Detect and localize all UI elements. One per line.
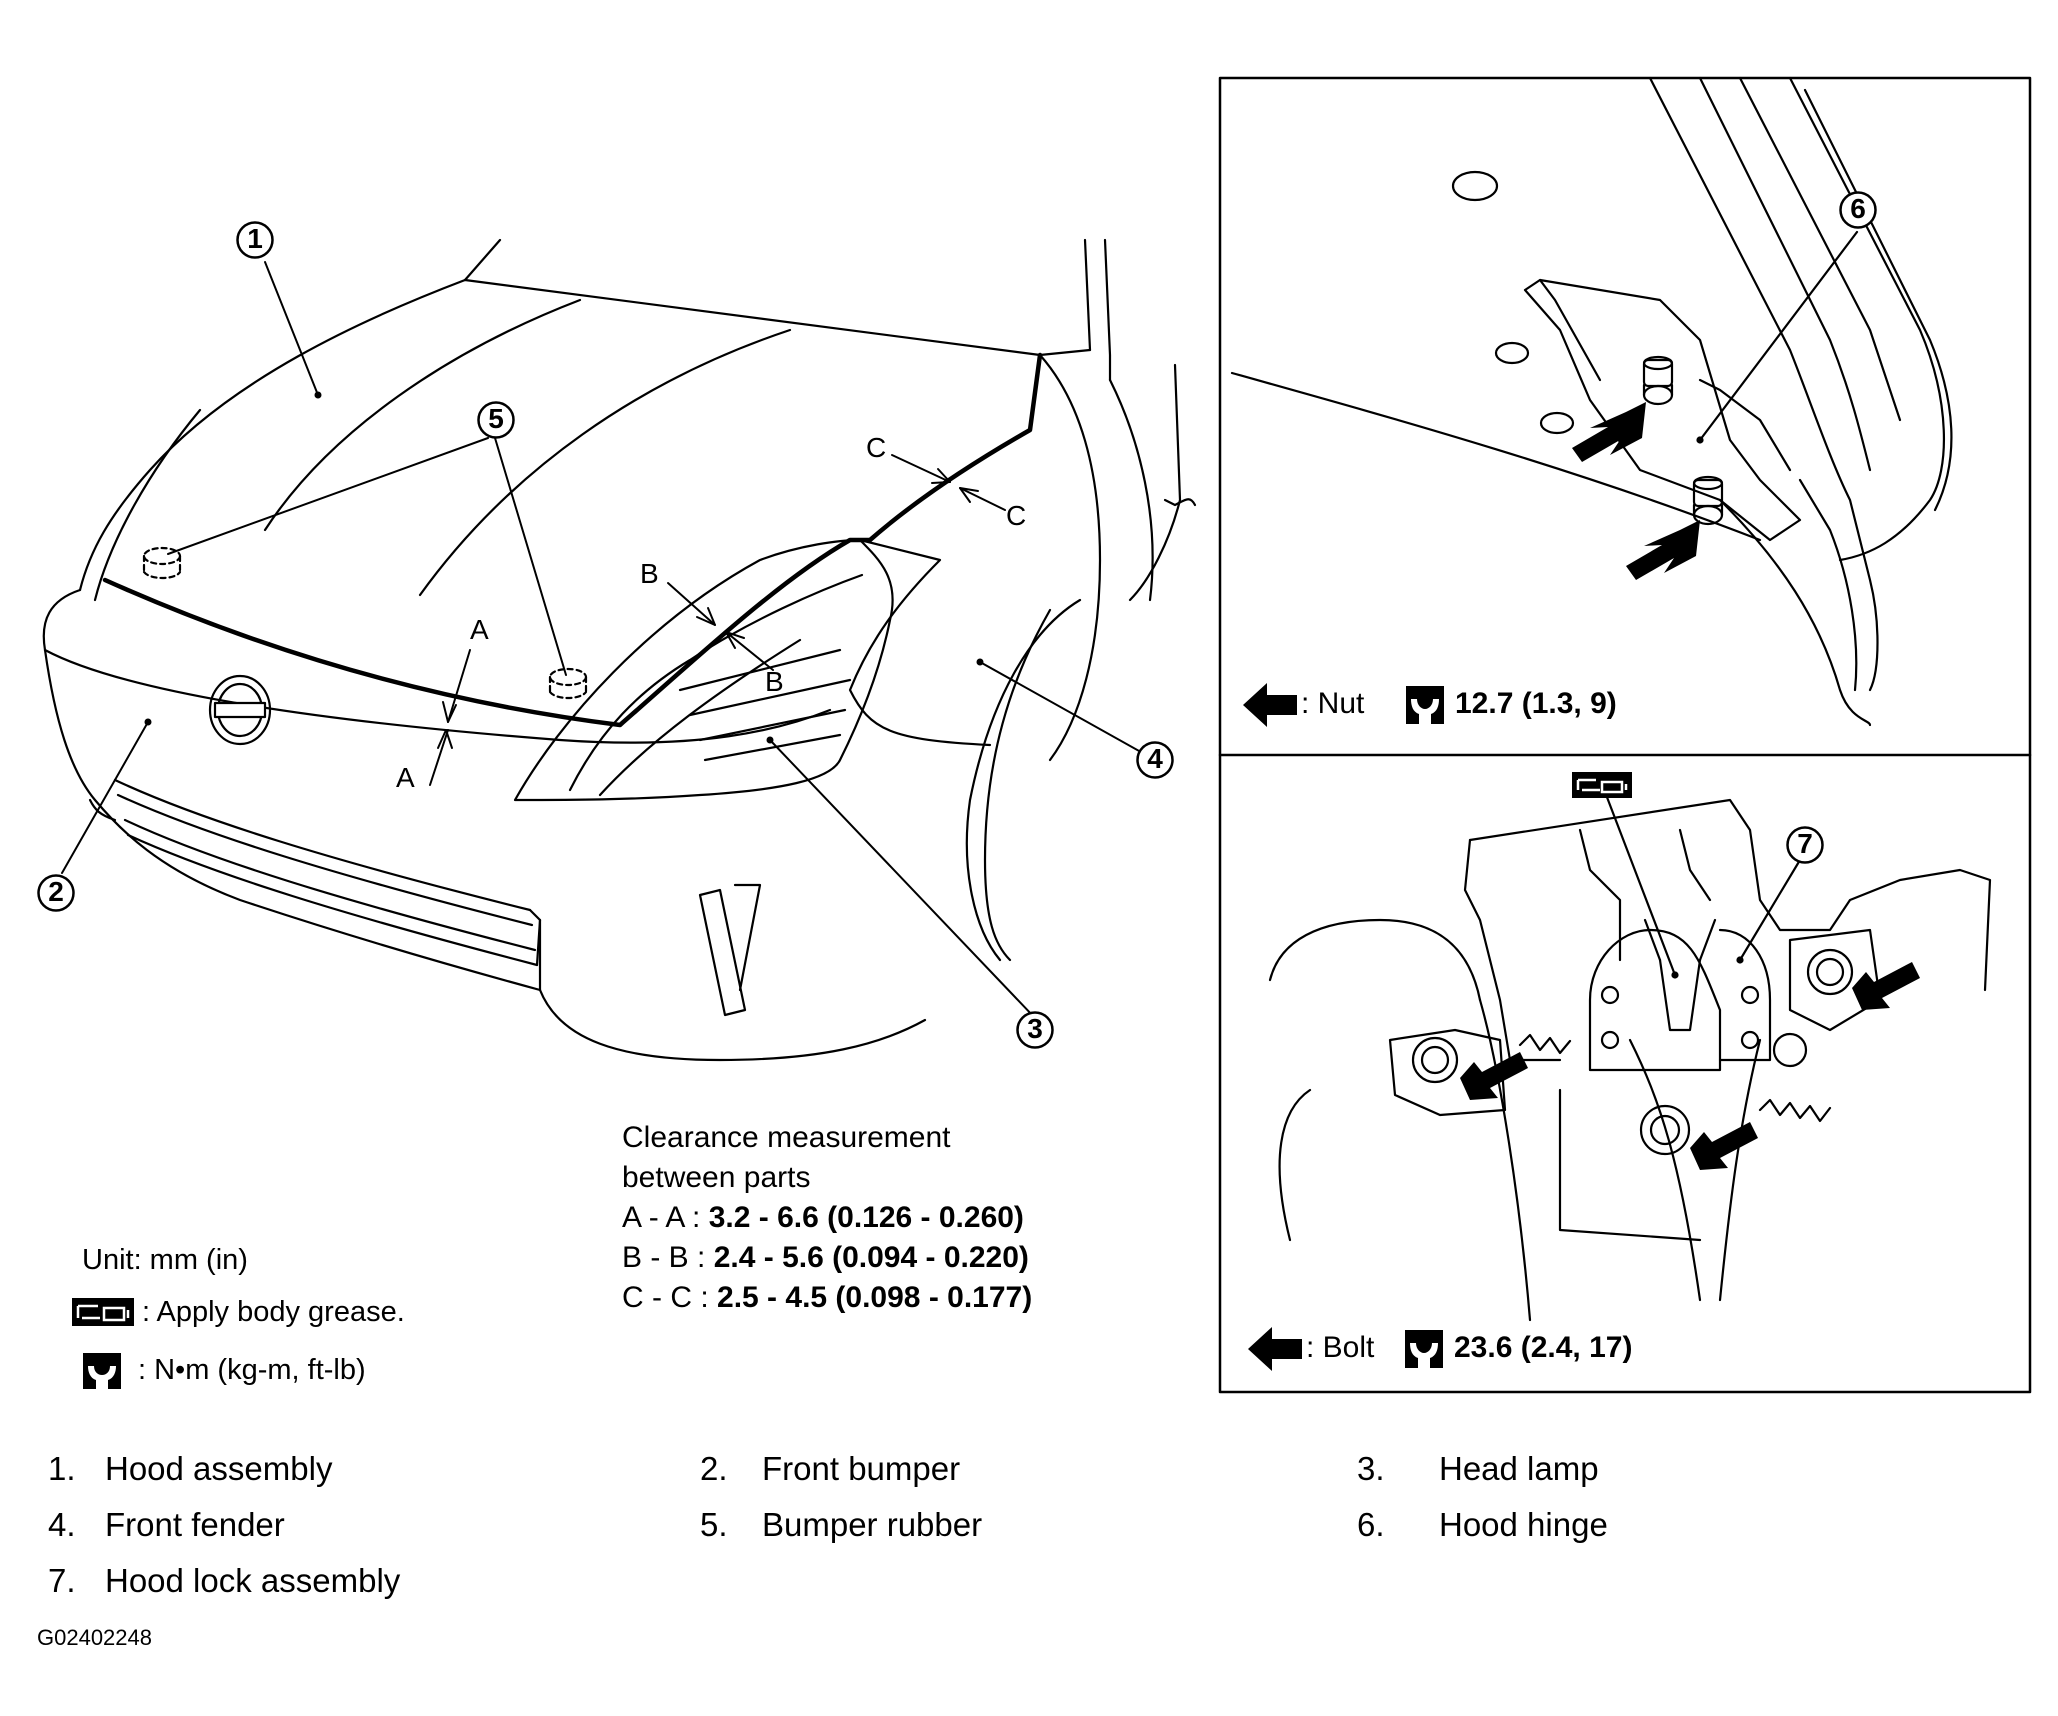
gap-label-a-top: A [470,614,489,645]
clearance-row-value: 3.2 - 6.6 (0.126 - 0.260) [708,1201,1024,1234]
torque-wrench-icon [1405,1330,1443,1368]
callout-circle [37,874,75,912]
callout-circle [1839,191,1877,229]
lock-torque-value: 23.6 (2.4, 17) [1454,1331,1633,1364]
callout-circle [477,401,515,439]
lock-fastener-label: : Bolt [1306,1331,1375,1364]
gap-label-a-bottom: A [396,762,415,793]
callout-circle [1786,826,1824,864]
callout-7: 7 [1785,825,1825,865]
torque-wrench-icon [1406,686,1444,724]
callout-4: 4 [1135,740,1175,780]
unit-label: Unit: mm (in) [82,1244,248,1276]
clearance-row-label: C - C : [622,1281,709,1314]
hinge-drawing [1230,76,1953,727]
callout-3: 3 [1015,1010,1055,1050]
clearance-row-b: B - B : 2.4 - 5.6 (0.094 - 0.220) [622,1238,1032,1278]
gap-label-c-bottom: C [1006,500,1027,531]
clearance-row-label: A - A : [622,1201,701,1234]
gap-label-b-top: B [640,558,659,589]
callout-5: 5 [476,400,516,440]
arrow-left-icon [1626,520,1700,580]
callout-2: 2 [36,873,76,913]
clearance-block: Clearance measurement between parts A - … [622,1118,1032,1318]
callout-number: 1 [247,223,263,254]
arrow-left-icon [1460,1052,1528,1100]
grease-gun-icon [72,1298,134,1326]
callout-number: 3 [1027,1013,1043,1044]
callout-number: 5 [488,403,504,434]
legend-number: 7. [48,1562,76,1599]
legend-label: Head lamp [1439,1450,1599,1487]
legend-number: 3. [1357,1450,1385,1487]
legend-number: 6. [1357,1506,1385,1543]
callout-6: 6 [1838,190,1878,230]
legend-number: 2. [700,1450,728,1487]
callout-number: 4 [1147,743,1163,774]
gap-markers [429,454,1006,786]
arrow-left-icon [1690,1122,1758,1170]
grease-legend-text: : Apply body grease. [142,1296,405,1328]
clearance-row-label: B - B : [622,1241,706,1274]
torque-legend-text: : N•m (kg-m, ft-lb) [138,1354,366,1386]
arrow-left-icon [1852,962,1920,1010]
car-front-drawing [42,238,1197,1062]
callout-number: 7 [1797,828,1813,859]
callout-number: 2 [48,876,64,907]
legend-label: Hood assembly [105,1450,333,1487]
inset-frame [1218,76,2032,1394]
legend-label: Hood lock assembly [105,1562,401,1599]
torque-wrench-icon [83,1353,121,1389]
callout-circle [1136,741,1174,779]
arrow-left-icon [1572,402,1646,462]
clearance-heading-line1: Clearance measurement [622,1121,951,1154]
figure-code: G02402248 [37,1625,152,1650]
arrow-left-icon [1243,683,1297,727]
lock-drawing [1268,790,1992,1322]
clearance-row-value: 2.4 - 5.6 (0.094 - 0.220) [713,1241,1029,1274]
hinge-torque-value: 12.7 (1.3, 9) [1455,687,1617,720]
arrow-left-icon [1248,1327,1302,1371]
legend-number: 4. [48,1506,76,1543]
gap-label-b-bottom: B [765,666,784,697]
legend-number: 5. [700,1506,728,1543]
callout-1: 1 [235,220,275,260]
legend-label: Hood hinge [1439,1506,1608,1543]
clearance-row-value: 2.5 - 4.5 (0.098 - 0.177) [717,1281,1033,1314]
clearance-row-c: C - C : 2.5 - 4.5 (0.098 - 0.177) [622,1278,1032,1318]
callout-circle [236,221,274,259]
legend-label: Front fender [105,1506,285,1543]
legend-label: Front bumper [762,1450,961,1487]
clearance-row-a: A - A : 3.2 - 6.6 (0.126 - 0.260) [622,1198,1032,1238]
gap-label-c-top: C [866,432,887,463]
legend-label: Bumper rubber [762,1506,983,1543]
leader-lines [61,261,1149,1019]
grease-gun-icon [1572,772,1632,798]
callout-number: 6 [1850,193,1866,224]
legend-number: 1. [48,1450,76,1487]
hinge-fastener-label: : Nut [1301,687,1365,720]
callout-circle [1016,1011,1054,1049]
clearance-heading-line2: between parts [622,1161,811,1194]
